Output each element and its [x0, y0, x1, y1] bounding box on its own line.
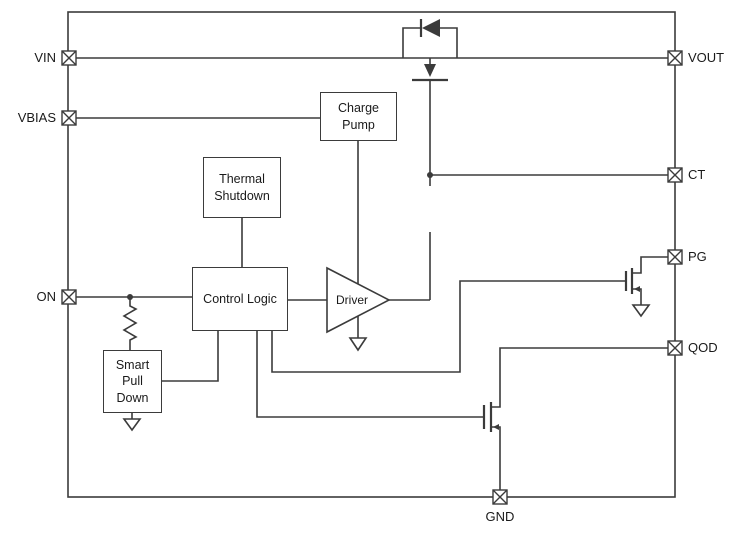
qod-source-wire: [491, 426, 501, 490]
qod-drain-wire: [491, 347, 668, 408]
pin-vbias: [61, 110, 77, 126]
junction-dot-on-node: [127, 294, 133, 300]
ic-boundary: [67, 11, 676, 498]
pin-label-vout: VOUT: [688, 50, 725, 65]
pg-ground-symbol: [631, 304, 651, 318]
pin-vin: [61, 50, 77, 66]
pass-fet-leads: [402, 27, 458, 59]
pg-drain-wire: [632, 256, 668, 274]
wire-driver-to-gate: [389, 80, 431, 301]
pin-label-vbias: VBIAS: [17, 110, 56, 125]
pin-on: [61, 289, 77, 305]
pin-label-on: ON: [36, 289, 57, 304]
junction-dot-ct-node: [427, 172, 433, 178]
qod-source-arrow-icon: [493, 424, 499, 430]
body-diode: [422, 19, 440, 37]
spd-ground-symbol: [122, 418, 142, 432]
wire-control-to-qod-gate: [256, 331, 484, 418]
pg-mosfet: [624, 256, 668, 318]
pin-vout: [667, 50, 683, 66]
pulldown-resistor: [122, 297, 138, 350]
pin-pg: [667, 249, 683, 265]
block-control-logic: Control Logic: [192, 267, 288, 331]
pin-label-gnd: GND: [485, 509, 515, 524]
pin-qod: [667, 340, 683, 356]
qod-mosfet: [482, 347, 668, 490]
wire-control-to-spd: [162, 331, 219, 382]
pin-gnd: [492, 489, 508, 505]
pin-label-vin: VIN: [34, 50, 56, 65]
pin-label-pg: PG: [688, 249, 707, 264]
pg-source-arrow-icon: [634, 286, 640, 292]
pin-ct: [667, 167, 683, 183]
pin-label-qod: QOD: [688, 340, 718, 355]
pass-fet: [402, 19, 458, 82]
wire-control-to-pg-gate: [271, 280, 626, 373]
block-charge-pump: Charge Pump: [320, 92, 397, 141]
block-thermal-shutdown: Thermal Shutdown: [203, 157, 281, 218]
block-driver-label: Driver: [336, 293, 368, 307]
driver-ground-symbol: [348, 337, 368, 352]
pass-fet-body-arrow-icon: [424, 64, 436, 77]
pin-label-ct: CT: [688, 167, 706, 182]
block-smart-pull-down: Smart Pull Down: [103, 350, 162, 413]
